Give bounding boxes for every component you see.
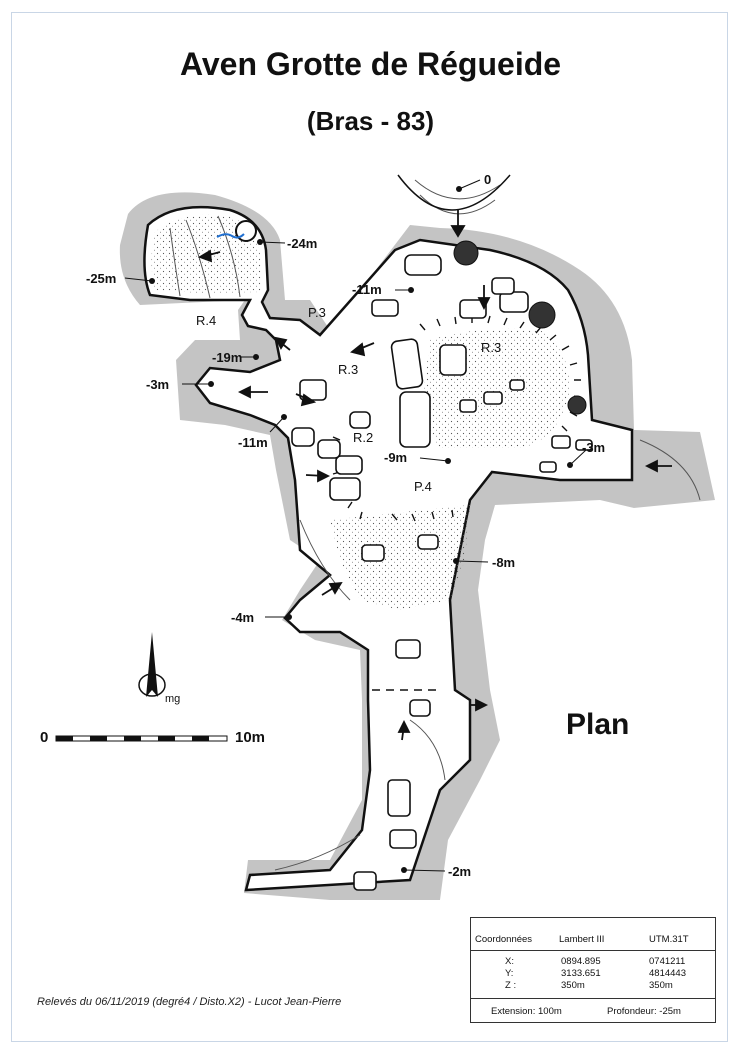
north-label: mg	[165, 693, 181, 705]
coord-profondeur: Profondeur: -25m	[607, 1006, 681, 1017]
coord-axis-y: Y:	[505, 968, 514, 979]
pitch-hatch	[330, 315, 582, 691]
depth-label-minus3-west: -3m	[146, 377, 170, 392]
boulders	[291, 254, 593, 891]
depth-label-minus19: -19m	[212, 350, 243, 365]
coord-header-lambert: Lambert III	[559, 934, 605, 945]
feature-label-p4: P.4	[414, 479, 432, 494]
depth-label-minus11-upper: -11m	[352, 282, 382, 297]
scale-bar	[55, 735, 228, 742]
page-frame	[11, 12, 728, 1042]
coord-utm-x: 0741211	[649, 956, 686, 967]
survey-credit: Relevés du 06/11/2019 (degré4 / Disto.X2…	[37, 996, 342, 1008]
entrance-arc	[397, 174, 511, 211]
feature-label-p3: P.3	[308, 305, 326, 320]
feature-label-r3-west: R.3	[338, 362, 359, 377]
shrub-icons	[453, 240, 587, 415]
feature-label-r4: R.4	[196, 313, 217, 328]
scale-start-label: 0	[40, 729, 49, 746]
depth-label-entrance: 0	[484, 172, 492, 187]
depth-label-minus24: -24m	[287, 236, 318, 251]
plan-label: Plan	[566, 708, 630, 741]
coord-lambert-z: 350m	[561, 980, 585, 991]
coord-extension: Extension: 100m	[491, 1006, 562, 1017]
leader-lines	[124, 179, 587, 872]
map-title: Aven Grotte de Régueide	[179, 46, 562, 82]
depth-label-minus11-lower: -11m	[238, 435, 268, 450]
coord-header-label: Coordonnées	[475, 934, 533, 945]
depth-label-minus9: -9m	[384, 450, 408, 465]
scale-end-label: 10m	[235, 729, 266, 746]
coord-axis-z: Z :	[505, 980, 517, 991]
coord-utm-y: 4814443	[649, 968, 686, 979]
coord-lambert-x: 0894.895	[561, 956, 601, 967]
feature-label-r3-east: R.3	[481, 340, 502, 355]
coord-axis-x: X:	[505, 956, 514, 967]
depth-label-minus2: -2m	[448, 864, 472, 879]
coord-lambert-y: 3133.651	[561, 968, 601, 979]
depth-label-minus4: -4m	[231, 610, 255, 625]
north-arrow-icon	[138, 632, 166, 697]
direction-arrows	[197, 210, 672, 741]
map-subtitle: (Bras - 83)	[306, 106, 435, 136]
coord-utm-z: 350m	[649, 980, 673, 991]
coord-header-utm: UTM.31T	[649, 934, 689, 945]
water-pool	[216, 220, 257, 242]
depth-label-minus25: -25m	[86, 271, 117, 286]
coordinates-table: Coordonnées Lambert III UTM.31T X: Y: Z …	[470, 917, 716, 1023]
feature-label-r2: R.2	[353, 430, 374, 445]
depth-label-minus3-east: -3m	[582, 440, 606, 455]
contour-lines	[169, 179, 701, 871]
depth-label-minus8: -8m	[492, 555, 516, 570]
